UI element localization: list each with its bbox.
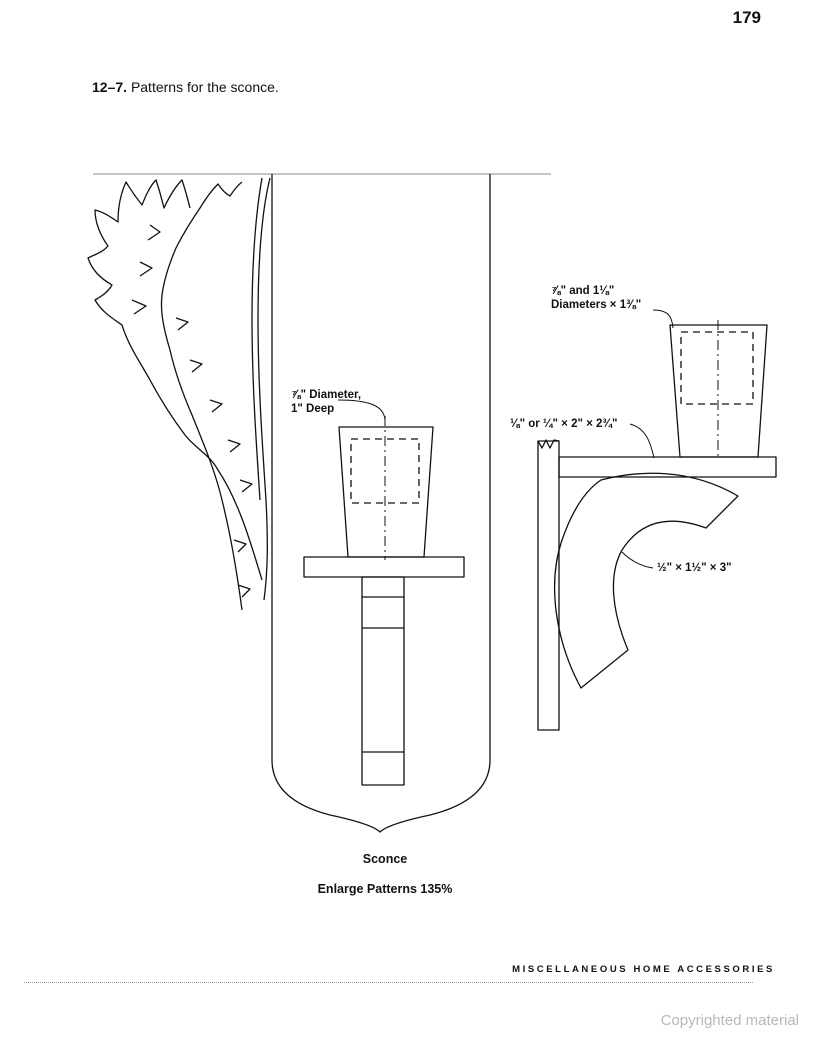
leader-bracket bbox=[621, 551, 654, 569]
side-bore-label: ⅞" and 1⅛" Diameters × 1⅜" bbox=[551, 284, 641, 312]
enlarge-note: Enlarge Patterns 135% bbox=[317, 882, 453, 896]
holder-bore-label: ⅞" Diameter, 1" Deep bbox=[291, 388, 361, 416]
leaf-serrations bbox=[131, 224, 253, 598]
holder-bore-label-line-2: 1" Deep bbox=[291, 403, 335, 415]
figure-caption-text: Patterns for the sconce. bbox=[130, 79, 279, 95]
side-bore-label-line-2: Diameters × 1⅜" bbox=[551, 299, 642, 311]
leader-side-bore bbox=[652, 309, 674, 329]
side-shelf bbox=[558, 456, 777, 478]
side-bore bbox=[680, 331, 754, 405]
side-cup bbox=[669, 324, 768, 458]
copyright-watermark: Copyrighted material bbox=[660, 1012, 799, 1029]
bracket-label: ½" × 1½" × 3" bbox=[657, 562, 732, 574]
page-number: 179 bbox=[732, 8, 761, 27]
side-backboard bbox=[537, 440, 560, 731]
section-footer: MISCELLANEOUS HOME ACCESSORIES bbox=[512, 964, 775, 975]
side-bracket bbox=[554, 472, 739, 689]
leaf-spine bbox=[257, 177, 271, 601]
backplate-outline bbox=[271, 174, 491, 833]
holder-base bbox=[303, 556, 465, 578]
side-backboard-break bbox=[537, 439, 560, 449]
holder-post bbox=[361, 576, 405, 786]
leader-shelf bbox=[629, 423, 655, 459]
side-bore-label-line-1: ⅞" and 1⅛" bbox=[551, 285, 615, 297]
figure-caption: 12–7. Patterns for the sconce. bbox=[92, 79, 279, 95]
leader-holder-bore bbox=[337, 399, 386, 421]
sconce-title: Sconce bbox=[362, 852, 408, 866]
holder-bore bbox=[350, 438, 420, 504]
shelf-label: ⅛" or ¼" × 2" × 2¾" bbox=[510, 418, 618, 430]
holder-bore-label-line-1: ⅞" Diameter, bbox=[291, 389, 362, 401]
leaf-inner-frond bbox=[160, 181, 243, 611]
footer-dotted-rule bbox=[24, 982, 753, 983]
figure-number: 12–7. bbox=[92, 79, 128, 95]
leaf-outer-frond bbox=[87, 179, 263, 581]
leaf-spine-inner bbox=[251, 177, 263, 501]
